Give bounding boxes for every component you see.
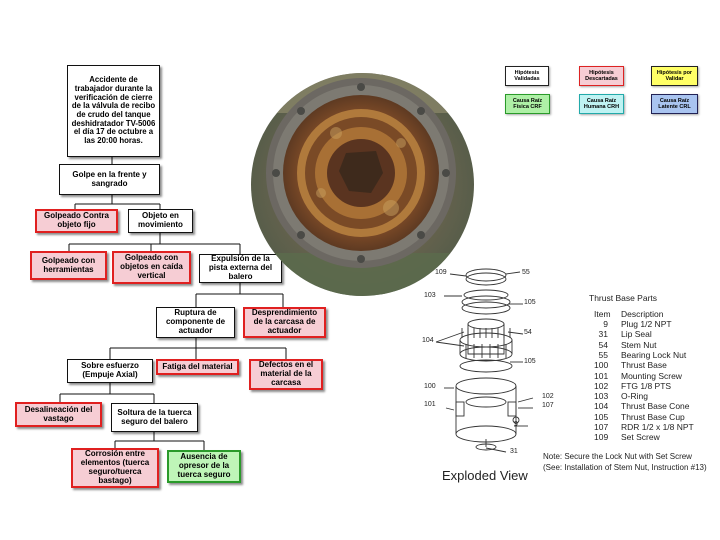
corrosion-box: Corrosión entre elementos (tuerca seguro… [71,448,159,488]
desprendimiento-box: Desprendimiento de la carcasa de actuado… [243,307,326,338]
legend-validadas: Hipótesis Validadas [505,66,549,86]
parts-row-item: 54 [598,339,608,350]
parts-row-desc: Thrust Base [621,360,667,371]
legend-crh: Causa Raíz Humana CRH [579,94,624,114]
exploded-view-label: Exploded View [442,468,528,483]
parts-row-item: 101 [594,370,609,381]
parts-row-desc: Thrust Base Cone [621,401,690,412]
callout-109: 109 [435,269,447,276]
legend-crl: Causa Raíz Latente CRL [651,94,698,114]
parts-note-1: Note: Secure the Lock Nut with Set Screw [543,452,692,461]
expulsion-box: Expulsión de la pista externa del balero [199,254,282,283]
golpe-box: Golpe en la frente y sangrado [59,164,160,195]
parts-row-desc: Plug 1/2 NPT [621,319,672,329]
callout-9: 9 [514,421,518,428]
objeto-movimiento-box: Objeto en movimiento [128,209,193,233]
parts-row-item: 104 [594,401,609,412]
callout-100: 100 [424,383,436,390]
parts-row-item: 55 [598,349,608,360]
sobre-esfuerzo-box: Sobre esfuerzo (Empuje Axial) [67,359,153,383]
parts-row-desc: O-Ring [621,391,648,402]
parts-row-desc: FTG 1/8 PTS [621,380,672,391]
parts-row-item: 9 [603,319,608,329]
parts-header-desc: Description [621,309,664,319]
legend-crf: Causa Raíz Física CRF [505,94,550,114]
callout-103: 103 [424,292,436,299]
legend-descartadas: Hipótesis Descartadas [579,66,624,86]
fatiga-box: Fatiga del material [156,359,239,375]
parts-row-desc: Set Screw [621,432,660,443]
callout-54: 54 [524,329,532,336]
legend-por-validar: Hipótesis por Validar [651,66,698,86]
exploded-view-drawing [435,268,534,453]
caida-vertical-box: Golpeado con objetos en caída vertical [112,251,191,284]
actuator-photo [251,73,474,296]
callout-102: 102 [542,393,554,400]
callout-105-a: 105 [524,299,536,306]
callout-104: 104 [422,337,434,344]
parts-note-2: (See: Installation of Stem Nut, Instruct… [543,463,707,472]
herramientas-box: Golpeado con herramientas [30,251,107,280]
parts-row-item: 103 [594,391,609,402]
ruptura-box: Ruptura de componente de actuador [156,307,235,338]
golpeado-fijo-box: Golpeado Contra objeto fijo [35,209,118,233]
parts-row-item: 109 [594,432,609,443]
parts-row-item: 105 [594,411,609,422]
parts-row-item: 107 [594,422,609,432]
callout-105-b: 105 [524,358,536,365]
parts-row-desc: RDR 1/2 x 1/8 NPT [621,422,694,432]
callout-107: 107 [542,402,554,409]
parts-header-item: Item [594,309,611,319]
callout-31: 31 [510,448,518,455]
parts-row-desc: Stem Nut [621,339,657,350]
ausencia-opresor-box: Ausencia de opresor de la tuerca seguro [167,450,241,483]
parts-row-item: 31 [598,329,608,340]
soltura-box: Soltura de la tuerca seguro del balero [111,403,198,432]
parts-title: Thrust Base Parts [589,293,658,303]
callout-55: 55 [522,269,530,276]
defectos-box: Defectos en el material de la carcasa [249,359,323,390]
desalineacion-box: Desalineación del vastago [15,402,102,427]
root-event-box: Accidente de trabajador durante la verif… [67,65,160,157]
callout-101: 101 [424,401,436,408]
parts-row-desc: Mounting Screw [621,370,682,381]
parts-row-item: 102 [594,380,609,391]
parts-row-desc: Lip Seal [621,329,652,340]
parts-row-desc: Bearing Lock Nut [621,349,687,360]
parts-row-item: 100 [594,360,609,371]
parts-row-desc: Thrust Base Cup [621,411,685,422]
